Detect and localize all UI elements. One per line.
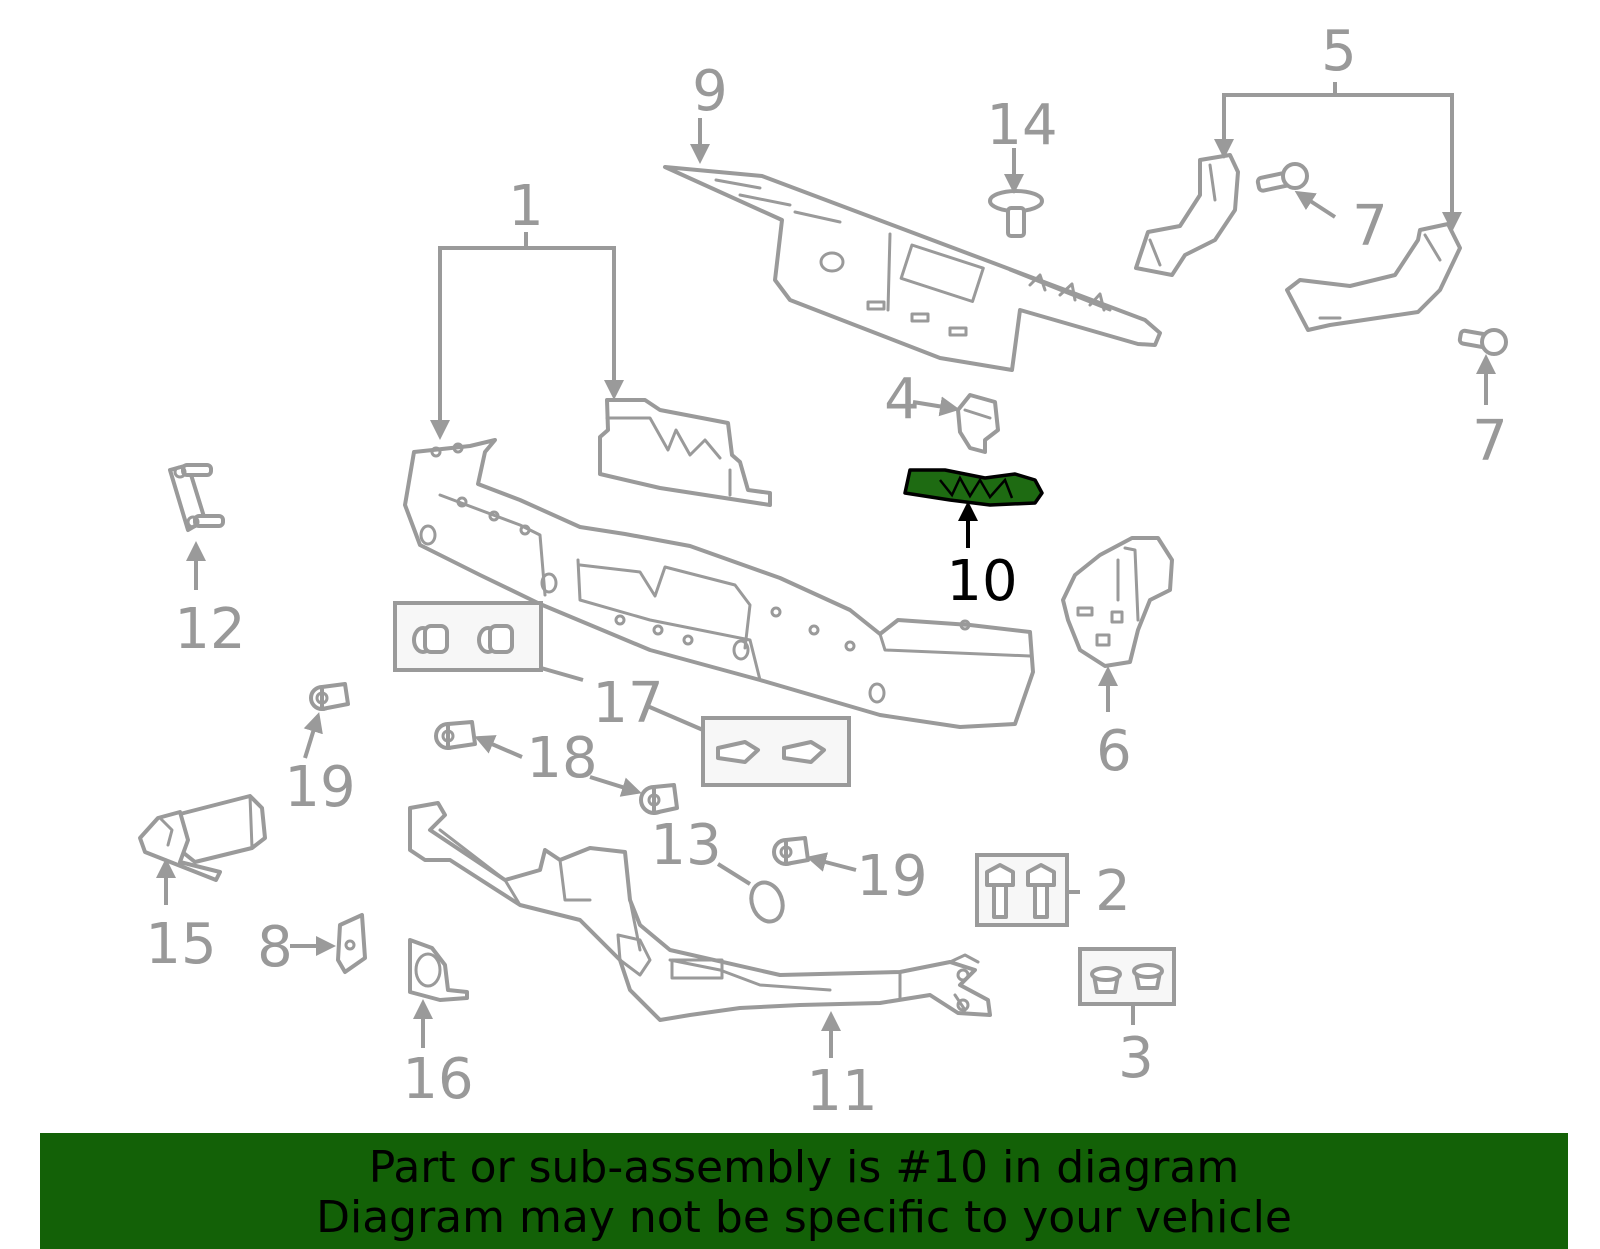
callout-19-left: 19 bbox=[284, 755, 355, 820]
part-17-box-upper[interactable] bbox=[393, 601, 543, 672]
callout-11: 11 bbox=[806, 1059, 877, 1124]
info-banner: Part or sub-assembly is #10 in diagram D… bbox=[40, 1133, 1568, 1249]
callout-labels: 1 2 3 4 5 6 7 7 8 9 10 11 12 13 14 15 16… bbox=[145, 19, 1507, 1124]
part-5-left-bracket[interactable] bbox=[1134, 153, 1240, 277]
callout-17: 17 bbox=[592, 671, 663, 736]
part-2-bolts-box[interactable] bbox=[975, 853, 1069, 927]
callout-9: 9 bbox=[692, 59, 728, 124]
part-4-cap[interactable] bbox=[956, 393, 1000, 454]
part-10-bracket-highlighted[interactable] bbox=[903, 468, 1044, 507]
callout-10: 10 bbox=[946, 549, 1017, 614]
part-1-bumper-beam[interactable] bbox=[403, 438, 1035, 729]
part-3-nuts-box[interactable] bbox=[1078, 947, 1176, 1006]
banner-line-2: Diagram may not be specific to your vehi… bbox=[316, 1192, 1292, 1243]
part-18-grommet-right[interactable] bbox=[639, 783, 679, 815]
callout-12: 12 bbox=[174, 597, 245, 662]
callout-19-right: 19 bbox=[856, 844, 927, 909]
part-18-grommet-left[interactable] bbox=[434, 720, 477, 750]
banner-line-1: Part or sub-assembly is #10 in diagram bbox=[368, 1142, 1240, 1193]
callout-14: 14 bbox=[986, 93, 1057, 158]
part-5-right-bracket[interactable] bbox=[1285, 222, 1462, 332]
part-11-crossmember[interactable] bbox=[408, 801, 992, 1022]
part-14-push-clip[interactable] bbox=[988, 189, 1044, 238]
part-12-link[interactable] bbox=[168, 463, 225, 532]
part-19-grommet-right[interactable] bbox=[772, 836, 810, 866]
part-16-bracket[interactable] bbox=[408, 938, 469, 1002]
callout-2: 2 bbox=[1095, 859, 1131, 924]
part-7-bolt-lower[interactable] bbox=[1457, 328, 1508, 356]
callout-5: 5 bbox=[1321, 19, 1357, 84]
part-15-actuator[interactable] bbox=[138, 794, 267, 882]
part-13-o-ring[interactable] bbox=[746, 878, 788, 926]
callout-1: 1 bbox=[508, 174, 544, 239]
callout-8: 8 bbox=[257, 915, 293, 980]
callout-3: 3 bbox=[1118, 1026, 1154, 1091]
callout-13: 13 bbox=[650, 813, 721, 878]
part-17-box-lower[interactable] bbox=[701, 716, 851, 787]
part-7-bolt-upper[interactable] bbox=[1255, 162, 1309, 193]
part-6-corner-bracket[interactable] bbox=[1061, 536, 1174, 668]
part-19-grommet-left[interactable] bbox=[309, 682, 350, 711]
callout-7-lower: 7 bbox=[1472, 409, 1508, 474]
part-9-step-pad[interactable] bbox=[663, 165, 1162, 372]
callout-15: 15 bbox=[145, 912, 216, 977]
callout-18: 18 bbox=[526, 726, 597, 791]
callout-7-upper: 7 bbox=[1352, 194, 1388, 259]
part-1-upper-bracket[interactable] bbox=[598, 398, 772, 507]
leader-lines bbox=[156, 82, 1496, 1058]
part-8-plate[interactable] bbox=[336, 913, 367, 974]
callout-6: 6 bbox=[1096, 719, 1132, 784]
callout-16: 16 bbox=[402, 1047, 473, 1112]
callout-4: 4 bbox=[884, 367, 920, 432]
